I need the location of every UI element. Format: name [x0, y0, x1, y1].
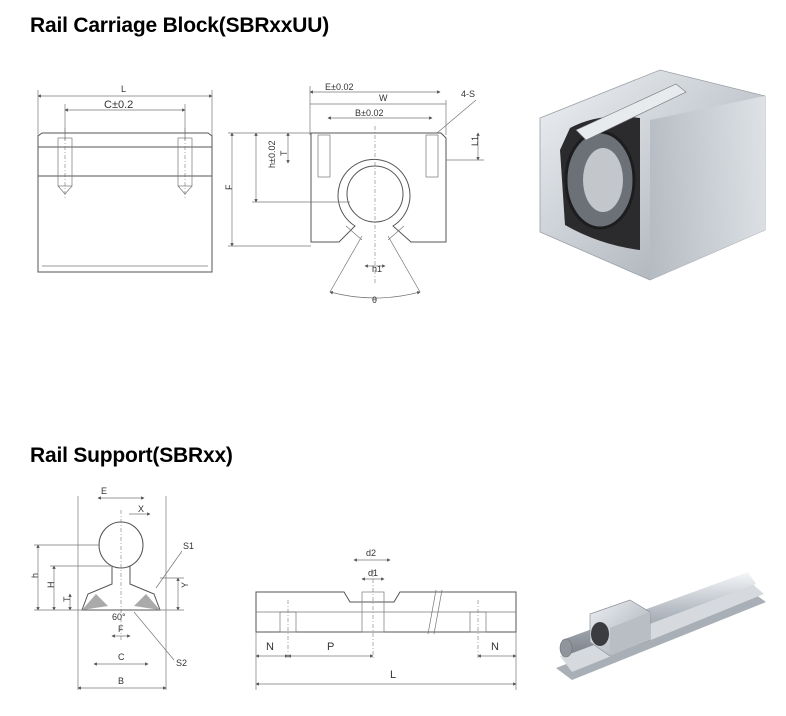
support-end-F-label: F [118, 624, 124, 634]
rail-support-image [556, 572, 766, 680]
carriage-section-title: Rail Carriage Block(SBRxxUU) [30, 14, 329, 37]
carriage-front-W-label: W [379, 93, 388, 103]
support-side-N-right-label: N [491, 641, 499, 653]
support-end-S2-label: S2 [176, 658, 187, 668]
carriage-front-F-label: F [224, 184, 234, 190]
carriage-side-view: L C±0.2 [37, 84, 213, 273]
support-end-T-label: T [62, 596, 72, 602]
support-side-d2-label: d2 [366, 548, 376, 558]
support-end-C-label: C [118, 652, 125, 662]
support-side-view: d2 d1 N P N L [255, 548, 517, 690]
carriage-front-theta-label: θ [372, 295, 377, 305]
support-end-S1-label: S1 [183, 541, 194, 551]
support-section-title: Rail Support(SBRxx) [30, 444, 233, 467]
support-end-view: E X h H T S1 Y 60° F C S2 B [30, 486, 194, 690]
support-end-angle-label: 60° [112, 612, 126, 622]
support-side-L-label: L [390, 669, 396, 681]
carriage-front-h-label: h±0.02 [267, 141, 277, 168]
support-end-Y-label: Y [180, 582, 190, 588]
carriage-front-B-label: B±0.02 [355, 108, 383, 118]
support-end-B-label: B [118, 676, 124, 686]
carriage-front-L1-label: L1 [470, 136, 480, 146]
support-end-X-label: X [138, 504, 144, 514]
carriage-front-4S-label: 4-S [461, 89, 475, 99]
carriage-front-T-label: T [279, 150, 289, 156]
carriage-front-view: E±0.02 W B±0.02 4-S T h±0.02 F L1 θ h1 [224, 82, 484, 305]
carriage-side-L-label: L [121, 84, 126, 94]
carriage-front-E-label: E±0.02 [325, 82, 353, 92]
support-end-E-label: E [101, 486, 107, 496]
support-end-h-label: h [30, 573, 40, 578]
carriage-front-h1-label: h1 [372, 264, 382, 274]
carriage-side-C-label: C±0.2 [104, 99, 133, 111]
support-side-P-label: P [327, 641, 334, 653]
support-side-N-left-label: N [266, 641, 274, 653]
carriage-block-image [539, 69, 766, 281]
support-end-H-label: H [46, 582, 56, 589]
